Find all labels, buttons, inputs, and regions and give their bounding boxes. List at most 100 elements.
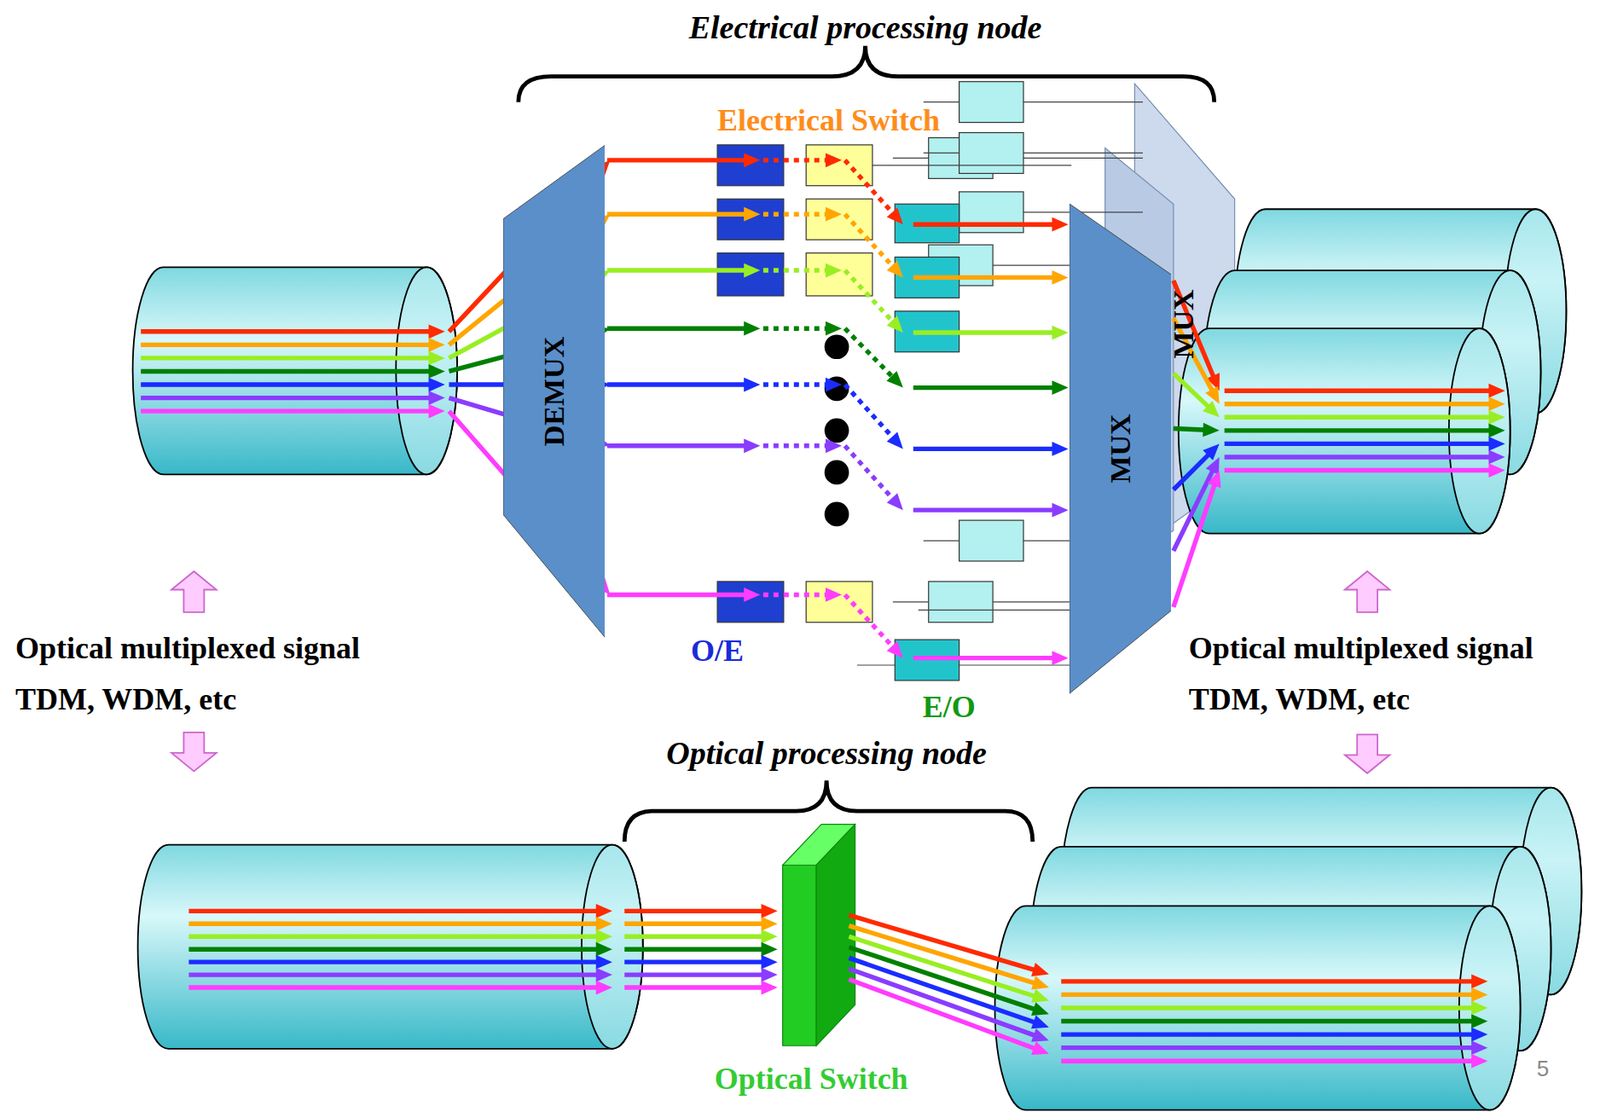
signal-line xyxy=(140,355,433,360)
signal-line xyxy=(1224,415,1494,420)
signal-line xyxy=(913,446,1056,452)
arrow-head xyxy=(886,492,904,511)
arrow-head xyxy=(1202,400,1220,418)
signal-line xyxy=(848,968,1038,1037)
signal-line xyxy=(913,655,1056,661)
signal-line xyxy=(1060,1045,1476,1050)
signal-line xyxy=(913,507,1056,512)
block-label: DEMUX xyxy=(538,336,571,447)
arrow-head xyxy=(1031,1015,1050,1030)
signal-line xyxy=(1060,1005,1476,1010)
converter-label: E/O xyxy=(922,689,976,725)
signal-line xyxy=(188,934,600,940)
fiber xyxy=(994,905,1520,1110)
arrow-head xyxy=(825,152,842,168)
signal-line xyxy=(624,985,766,990)
signal-line xyxy=(1224,441,1494,447)
signal-line xyxy=(607,212,750,217)
arrow-head xyxy=(1471,1014,1488,1029)
signal-line xyxy=(845,214,895,269)
demux-block: DEMUX xyxy=(503,144,606,638)
arrow-head xyxy=(596,929,613,945)
module-box xyxy=(805,253,873,296)
arrow-head xyxy=(743,207,760,222)
switch-label: Optical Switch xyxy=(714,1060,909,1097)
arrow-head xyxy=(596,942,613,957)
signal-line xyxy=(763,443,832,448)
signal-line xyxy=(1173,373,1211,410)
wire xyxy=(857,164,1072,166)
signal-line xyxy=(624,921,766,927)
module-box xyxy=(805,144,873,186)
signal-line xyxy=(1224,468,1494,473)
arrow-head xyxy=(1051,441,1068,457)
signal-line xyxy=(1173,428,1207,430)
arrow-head xyxy=(596,980,613,996)
signal-line xyxy=(763,382,832,387)
arrow-head xyxy=(886,260,904,279)
module-box xyxy=(959,133,1024,174)
signal-note: Optical multiplexed signal TDM, WDM, etc xyxy=(1188,622,1569,725)
signal-line xyxy=(624,934,766,940)
signal-line xyxy=(1173,481,1216,608)
arrow-head xyxy=(825,587,842,603)
ellipsis-dot xyxy=(824,460,850,486)
signal-line xyxy=(845,384,896,441)
pointer-arrow xyxy=(1344,571,1391,613)
arrow-head xyxy=(1489,423,1506,438)
channel-path xyxy=(607,263,1069,341)
signal-line xyxy=(624,972,766,977)
arrow-head xyxy=(825,321,842,337)
signal-line xyxy=(913,330,1056,335)
trapezoid xyxy=(503,144,606,638)
arrow-head xyxy=(761,968,778,983)
pointer-arrow xyxy=(171,571,217,613)
signal-line xyxy=(140,382,433,387)
arrow-head xyxy=(825,377,842,393)
arrow-head xyxy=(1051,325,1068,341)
signal-line xyxy=(140,408,433,413)
arrow-head xyxy=(761,980,778,996)
brace xyxy=(518,46,1215,103)
signal-line xyxy=(140,342,433,348)
signal-line xyxy=(188,909,600,914)
node-title: Electrical processing node xyxy=(689,8,1043,47)
arrow-head xyxy=(1051,217,1068,232)
arrow-head xyxy=(743,587,760,603)
signal-line xyxy=(607,592,750,598)
module-box xyxy=(959,520,1024,562)
arrow-head xyxy=(1051,503,1068,518)
arrow-head xyxy=(1031,1041,1050,1056)
arrow-head xyxy=(886,207,904,225)
trapezoid xyxy=(1069,203,1172,694)
fiber-end xyxy=(581,845,644,1050)
channel-path xyxy=(607,321,1069,395)
signal-line xyxy=(763,267,832,273)
arrow-head xyxy=(1051,650,1068,666)
arrow-head xyxy=(886,315,904,333)
arrow-head xyxy=(1207,470,1222,489)
signal-line xyxy=(1060,1031,1476,1037)
arrow-head xyxy=(596,955,613,970)
signal-line xyxy=(607,267,750,273)
arrow-head xyxy=(428,377,446,393)
signal-line xyxy=(607,443,750,448)
arrow-head xyxy=(825,438,842,453)
ellipsis-dot xyxy=(824,417,850,443)
ellipsis-dot xyxy=(824,376,850,401)
arrow-head xyxy=(1031,989,1050,1003)
signal-line xyxy=(845,594,895,650)
signal-note: Optical multiplexed signal TDM, WDM, etc xyxy=(15,622,395,725)
signal-line xyxy=(624,946,766,951)
arrow-head xyxy=(428,404,446,419)
signal-line xyxy=(624,959,766,964)
module-box xyxy=(717,198,784,240)
arrow-head xyxy=(1489,450,1506,465)
arrow-head xyxy=(1489,436,1506,452)
arrow-head xyxy=(1031,975,1050,990)
signal-line xyxy=(188,921,600,927)
signal-line xyxy=(1060,992,1476,998)
arrow-head xyxy=(761,942,778,957)
pointer-arrow xyxy=(171,732,217,772)
arrow-head xyxy=(1471,973,1488,989)
